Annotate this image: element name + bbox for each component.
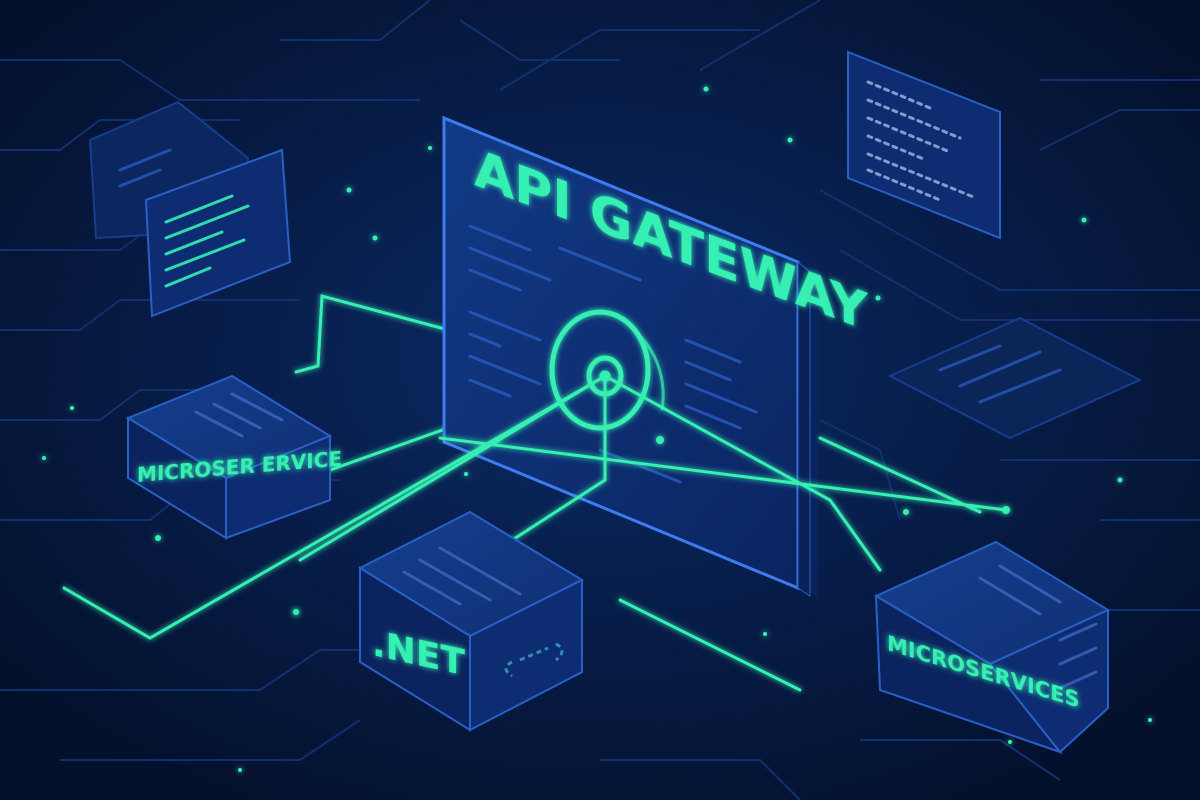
connectors-front [62, 374, 1008, 692]
code-panel-left [144, 148, 292, 318]
code-panel-right-faint [887, 316, 1143, 440]
code-panel-right [847, 50, 1001, 240]
api-gateway-panel: API GATEWAY [442, 115, 869, 597]
service-box-microservices: MICROSERVICES [873, 540, 1111, 755]
service-box-microservice: MICROSER ERVICE [125, 374, 342, 540]
code-braces-icon [504, 642, 564, 678]
connector-endpoints [293, 506, 1010, 615]
gateway-code-lines [468, 224, 758, 484]
service-box-dotnet: .NET [357, 510, 585, 732]
